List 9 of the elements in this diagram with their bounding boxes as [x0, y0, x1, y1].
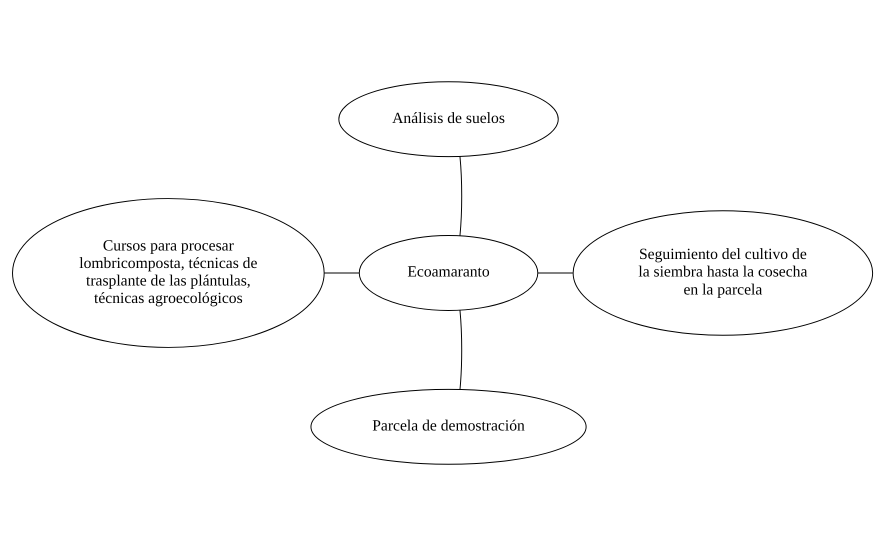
connector	[459, 156, 462, 236]
node-ellipse: Cursos para procesar lombricomposta, técnicas de trasplante de las plántulas, técnicas agroecológicos	[12, 198, 325, 348]
node-ellipse: Parcela de demostración	[310, 388, 587, 465]
node-ellipse: Ecoamaranto	[358, 235, 538, 311]
connector	[537, 272, 574, 274]
connector	[324, 272, 360, 274]
node-ellipse: Seguimiento del cultivo de la siembra hasta la cosecha en la parcela	[572, 210, 874, 336]
node-ellipse: Análisis de suelos	[338, 81, 559, 158]
connector	[459, 310, 462, 390]
